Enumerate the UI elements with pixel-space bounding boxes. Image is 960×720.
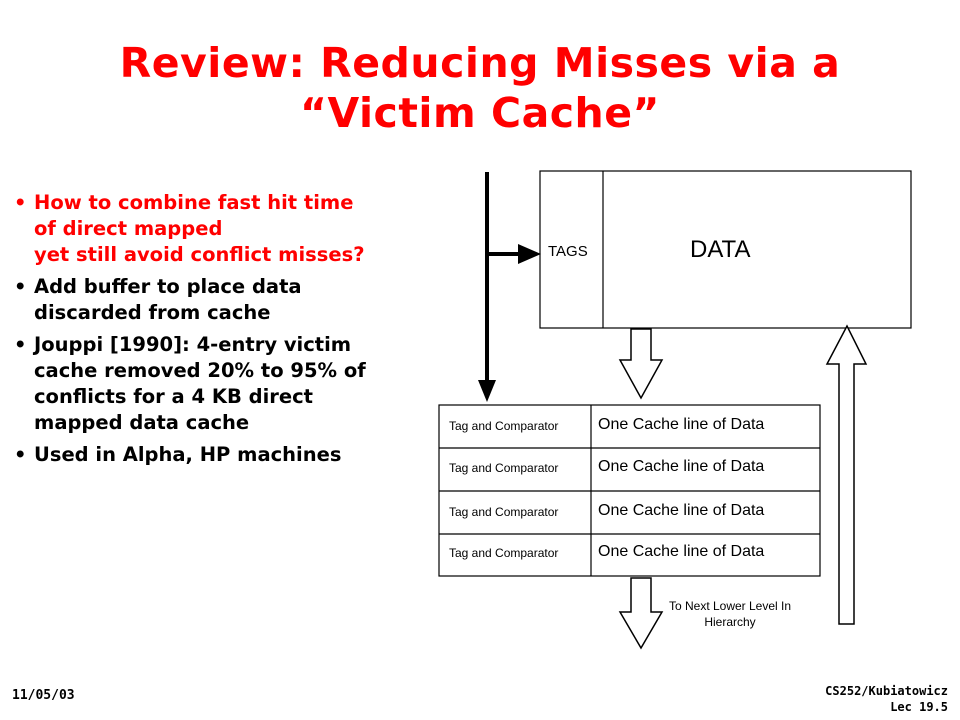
tags-arrow-head (518, 244, 541, 264)
bullet-dot: • (14, 333, 27, 356)
bullet-line: Used in Alpha, HP machines (34, 443, 342, 466)
victim-tag-label: Tag and Comparator (449, 419, 559, 433)
data-label: DATA (690, 236, 751, 263)
bullet-dot: • (14, 275, 27, 298)
slide-title-line1: Review: Reducing Misses via a (119, 39, 841, 87)
victim-tag-label: Tag and Comparator (449, 505, 559, 519)
footer-lecture: Lec 19.5 (890, 700, 948, 714)
footer-date: 11/05/03 (12, 688, 75, 703)
cache-to-victim-arrow (618, 328, 664, 400)
bullet-item: • How to combine fast hit time of direct… (14, 190, 444, 268)
bullet-line: How to combine fast hit time (34, 191, 354, 214)
victim-data-label: One Cache line of Data (598, 543, 765, 560)
victim-tag-label: Tag and Comparator (449, 546, 559, 560)
slide-title: Review: Reducing Misses via a “Victim Ca… (0, 38, 960, 138)
bullet-line: mapped data cache (34, 411, 250, 434)
refill-up-arrow (825, 324, 868, 625)
lower-level-label: To Next Lower Level In Hierarchy (660, 598, 800, 630)
bullet-line: discarded from cache (34, 301, 271, 324)
bullet-line: Jouppi [1990]: 4-entry victim (34, 333, 352, 356)
victim-data-label: One Cache line of Data (598, 416, 765, 433)
bullet-item: • Add buffer to place data discarded fro… (14, 274, 444, 326)
bullet-item: • Used in Alpha, HP machines (14, 442, 444, 468)
cache-box (539, 170, 912, 329)
slide-title-line2: “Victim Cache” (300, 89, 660, 137)
address-line-arrowhead (478, 380, 496, 402)
bullet-dot: • (14, 191, 27, 214)
tags-label: TAGS (548, 243, 588, 260)
bullet-line: of direct mapped (34, 217, 223, 240)
bullet-list: • How to combine fast hit time of direct… (14, 190, 444, 474)
bullet-item: • Jouppi [1990]: 4-entry victim cache re… (14, 332, 444, 436)
bullet-line: cache removed 20% to 95% of (34, 359, 366, 382)
footer-course-info: CS252/Kubiatowicz Lec 19.5 (825, 683, 948, 715)
bullet-dot: • (14, 443, 27, 466)
bullet-line: Add buffer to place data (34, 275, 302, 298)
bullet-line: yet still avoid conflict misses? (34, 243, 365, 266)
lower-level-line1: To Next Lower Level In (668, 599, 792, 613)
victim-data-label: One Cache line of Data (598, 458, 765, 475)
to-lower-level-arrow (618, 577, 664, 650)
victim-data-label: One Cache line of Data (598, 502, 765, 519)
bullet-line: conflicts for a 4 KB direct (34, 385, 313, 408)
lower-level-line2: Hierarchy (704, 615, 756, 629)
footer-course: CS252/Kubiatowicz (825, 684, 948, 698)
victim-tag-label: Tag and Comparator (449, 461, 559, 475)
